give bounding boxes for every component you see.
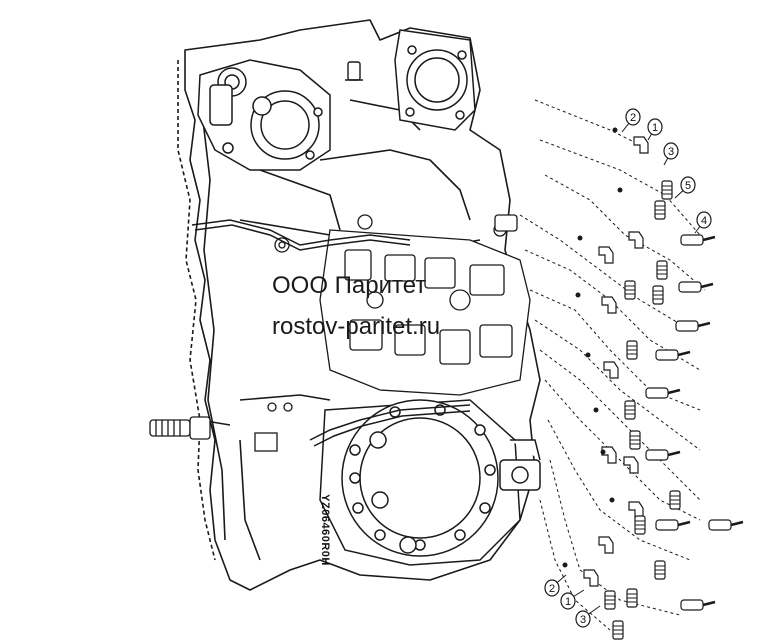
access-cover bbox=[254, 402, 293, 452]
callout-3-top: 3 bbox=[663, 142, 679, 166]
svg-text:2: 2 bbox=[630, 112, 636, 124]
top-flange bbox=[394, 29, 476, 131]
svg-text:4: 4 bbox=[701, 215, 707, 227]
fittings-column bbox=[583, 136, 745, 640]
svg-text:1: 1 bbox=[652, 122, 658, 134]
callout-2-top: 2 bbox=[621, 108, 641, 133]
callout-2-bottom: 2 bbox=[544, 574, 567, 597]
pump-assembly bbox=[197, 59, 331, 171]
washers bbox=[562, 127, 623, 568]
svg-text:2: 2 bbox=[549, 583, 555, 595]
clutch-drum bbox=[319, 399, 541, 566]
top-plug bbox=[345, 61, 363, 81]
svg-text:1: 1 bbox=[565, 596, 571, 608]
watermark-company: ООО Паритет bbox=[272, 272, 427, 299]
housing-marking: YZ06460R0H bbox=[319, 494, 331, 566]
hydraulic-lines bbox=[174, 219, 471, 447]
callout-1-top: 1 bbox=[647, 118, 663, 141]
svg-text:5: 5 bbox=[685, 180, 691, 192]
callout-3-bottom: 3 bbox=[575, 605, 601, 628]
callout-4: 4 bbox=[694, 211, 712, 234]
svg-text:3: 3 bbox=[580, 614, 586, 626]
watermark-website: rostov-paritet.ru bbox=[272, 313, 441, 340]
callouts: 2 1 3 5 4 bbox=[544, 108, 712, 628]
callout-5: 5 bbox=[674, 176, 696, 199]
callout-1-bottom: 1 bbox=[560, 589, 585, 610]
svg-text:3: 3 bbox=[668, 146, 674, 158]
valve-body bbox=[274, 214, 531, 396]
left-stub-fitting bbox=[149, 416, 211, 440]
